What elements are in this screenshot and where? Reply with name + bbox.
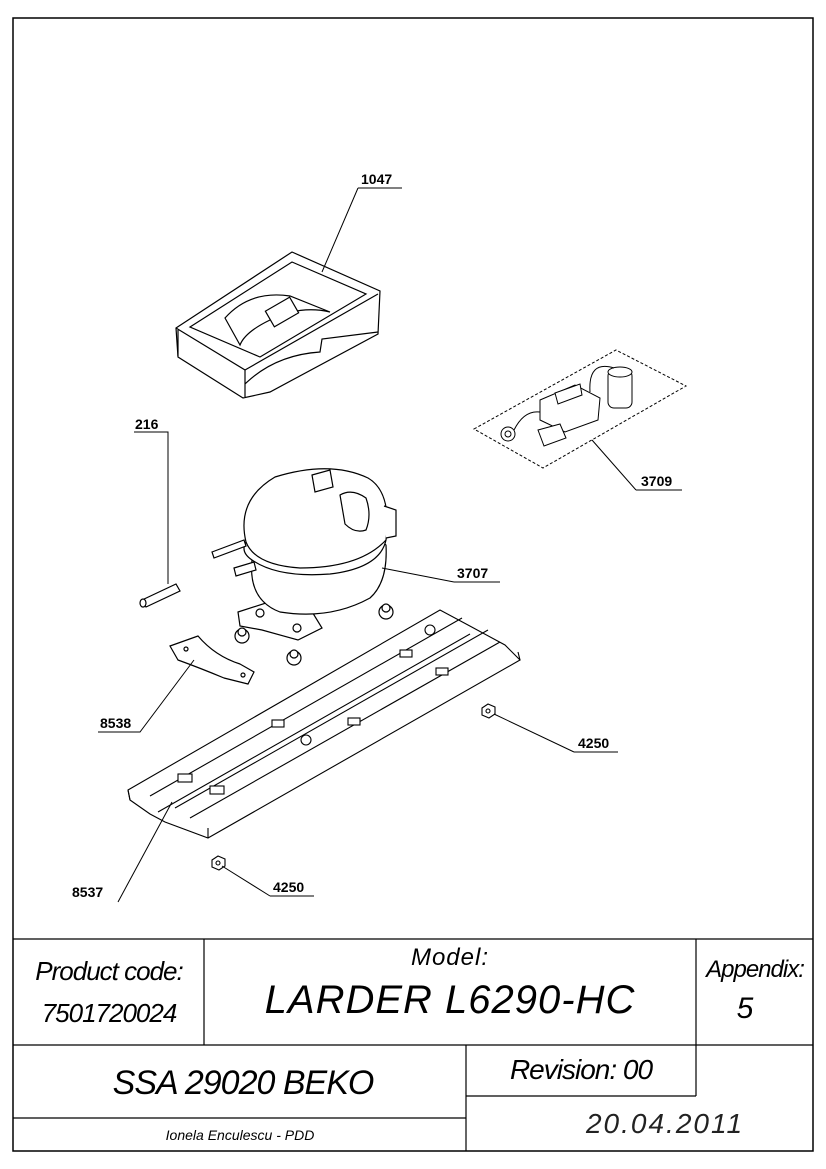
base-rail-drawing <box>127 609 521 839</box>
date-label: 20.04.2011 <box>585 1108 745 1139</box>
callout-8537: 8537 <box>72 884 104 900</box>
sheet-border <box>12 17 814 1152</box>
product-code-label: Product code: <box>35 956 183 986</box>
electrical-kit-drawing <box>472 349 688 469</box>
model-label: Model: <box>410 944 490 971</box>
title-block-grid <box>13 938 813 1151</box>
callout-3707: 3707 <box>457 565 489 581</box>
callout-216: 216 <box>135 416 159 432</box>
product-code-value: 7501720024 <box>41 998 178 1028</box>
drip-tray-drawing <box>175 251 381 399</box>
appendix-value: 5 <box>736 992 754 1025</box>
model-value: LARDER L6290-HC <box>264 978 636 1022</box>
compressor-drawing <box>211 468 397 666</box>
revision-label: Revision: 00 <box>509 1054 653 1085</box>
callout-1047: 1047 <box>361 171 393 187</box>
callout-3709: 3709 <box>641 473 673 489</box>
author-label: Ionela Enculescu - PDD <box>165 1127 315 1143</box>
tube-drawing <box>139 583 181 608</box>
callout-4250-lower: 4250 <box>273 879 305 895</box>
callout-8538: 8538 <box>100 715 132 731</box>
ssa-label: SSA 29020 BEKO <box>112 1064 375 1102</box>
callout-4250-upper: 4250 <box>578 735 610 751</box>
leader-lines <box>98 187 682 903</box>
appendix-label: Appendix: <box>706 956 805 983</box>
nut-drawing <box>211 703 496 871</box>
